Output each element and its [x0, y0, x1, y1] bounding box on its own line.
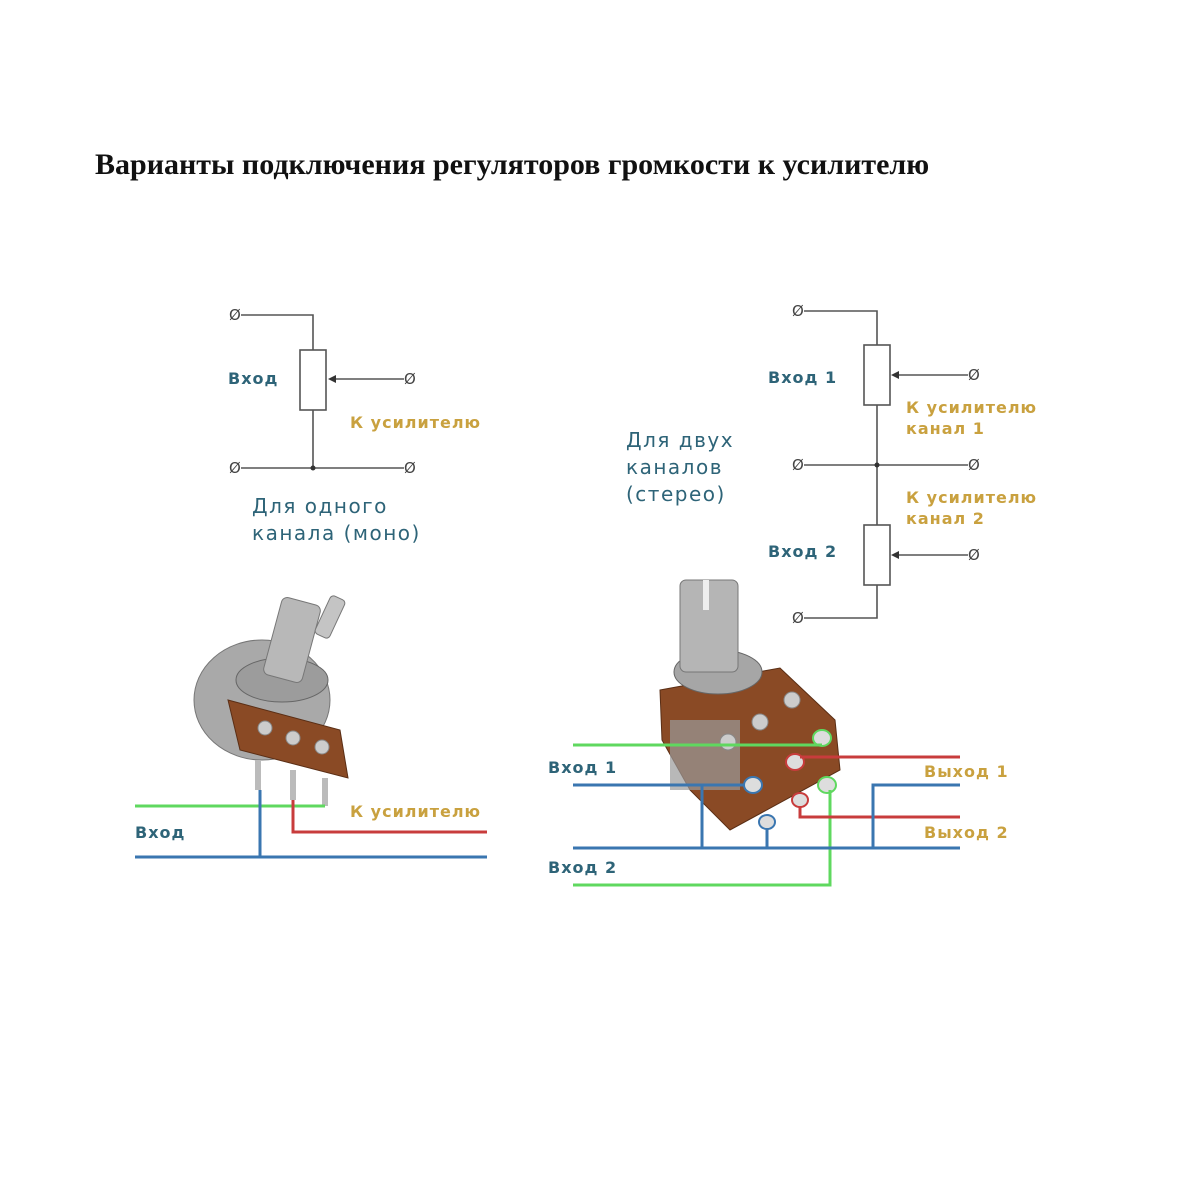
terminal-icon: Ø — [404, 459, 416, 477]
mono-photo-amp-label: К усилителю — [350, 802, 481, 821]
stereo-input1-label: Вход 1 — [768, 368, 837, 387]
terminal-icon: Ø — [968, 456, 980, 474]
terminal-icon: Ø — [968, 366, 980, 384]
terminal-icon: Ø — [404, 370, 416, 388]
resistor-symbol — [299, 349, 327, 411]
stereo-input2-label: Вход 2 — [768, 542, 837, 561]
stereo-schematic: Ø Ø Ø Ø Ø Ø Вход 1 Вход 2 К усилителю ка… — [626, 302, 1037, 627]
mono-potentiometer-illustration — [193, 595, 349, 806]
resistor-symbol-1 — [863, 344, 891, 406]
wiper-arrow-icon — [891, 371, 899, 379]
mono-amp-label: К усилителю — [350, 413, 481, 432]
red-wire — [291, 800, 487, 834]
junction-dot — [310, 465, 316, 471]
stereo-amp2-line2: канал 2 — [906, 509, 985, 528]
terminal-icon: Ø — [229, 306, 241, 324]
green-wire-2 — [573, 790, 832, 887]
wiper-arrow-icon — [891, 551, 899, 559]
mono-wiring: Вход К усилителю — [135, 790, 487, 859]
stereo-caption-line2: каналов — [626, 455, 723, 479]
junction-dot — [874, 462, 880, 468]
mono-caption-line1: Для одного — [252, 494, 388, 518]
stereo-caption-line1: Для двух — [626, 428, 734, 452]
stereo-photo-input2-label: Вход 2 — [548, 858, 617, 877]
resistor-symbol-2 — [863, 524, 891, 586]
blue-wire — [135, 790, 487, 859]
stereo-photo-output2-label: Выход 2 — [924, 823, 1009, 842]
mono-input-label: Вход — [228, 369, 278, 388]
schematic-wires — [241, 314, 404, 469]
mono-schematic: Ø Ø Ø Ø Вход К усилителю Для одного кана… — [228, 306, 481, 545]
wiper-arrow-icon — [328, 375, 336, 383]
red-wires — [798, 755, 960, 819]
stereo-amp1-line1: К усилителю — [906, 398, 1037, 417]
mono-photo-input-label: Вход — [135, 823, 185, 842]
page-title: Варианты подключения регуляторов громкос… — [95, 148, 929, 181]
terminal-icon: Ø — [968, 546, 980, 564]
stereo-wiring: Вход 1 Вход 2 Выход 1 Выход 2 — [548, 743, 1009, 887]
stereo-amp1-line2: канал 1 — [906, 419, 985, 438]
mono-caption-line2: канала (моно) — [252, 521, 421, 545]
terminal-icon: Ø — [792, 456, 804, 474]
stereo-photo-output1-label: Выход 1 — [924, 762, 1009, 781]
terminal-icon: Ø — [792, 609, 804, 627]
blue-wires — [573, 783, 960, 850]
stereo-potentiometer-illustration — [659, 579, 841, 831]
stereo-caption-line3: (стерео) — [626, 482, 726, 506]
stereo-photo-input1-label: Вход 1 — [548, 758, 617, 777]
terminal-icon: Ø — [792, 302, 804, 320]
stereo-amp2-line1: К усилителю — [906, 488, 1037, 507]
terminal-icon: Ø — [229, 459, 241, 477]
